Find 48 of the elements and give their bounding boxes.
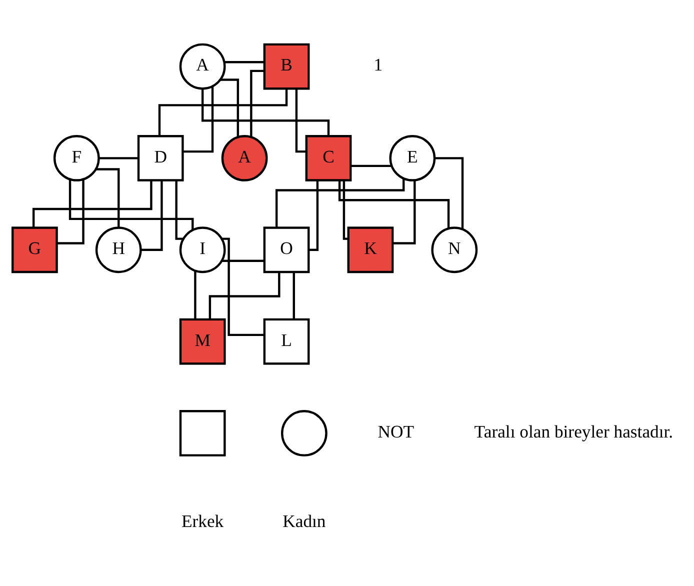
connector [68, 178, 194, 230]
node-circle [281, 410, 328, 456]
label: NOT [378, 420, 414, 441]
node-box: O [263, 226, 310, 273]
connector [351, 164, 392, 167]
node-circle: F [53, 134, 100, 181]
legend-label: Kadın [282, 510, 326, 530]
node-box: B [263, 42, 310, 90]
connector [175, 180, 183, 240]
node-box: M [179, 318, 226, 364]
connector [32, 180, 152, 228]
node-box: G [11, 226, 58, 273]
connector [158, 88, 288, 136]
connector [295, 88, 306, 152]
connector [194, 270, 196, 319]
connector [308, 180, 319, 250]
label: 1 [374, 54, 383, 74]
connector [208, 271, 280, 319]
node-box: L [263, 318, 310, 364]
legend-label: Erkek [181, 510, 224, 530]
connector [224, 60, 264, 63]
connector [275, 178, 405, 228]
node-circle: E [389, 134, 436, 181]
connector [250, 69, 264, 137]
connector [434, 156, 464, 229]
connector [222, 259, 264, 262]
connector [201, 88, 330, 136]
node-box [179, 410, 226, 456]
connector [57, 179, 84, 244]
connector [96, 168, 120, 227]
connector [393, 180, 416, 244]
connector [338, 180, 450, 228]
node-circle: A [221, 134, 268, 181]
node-circle: A [179, 42, 226, 90]
node-box: C [305, 134, 352, 181]
label: Taralı olan bireyler hastadır. [474, 420, 674, 441]
connector [292, 272, 295, 319]
node-box: K [347, 226, 394, 273]
connector [141, 180, 163, 250]
connector [342, 180, 348, 240]
node-circle: N [431, 226, 478, 273]
connector [182, 86, 214, 152]
connector [222, 237, 264, 336]
connector [220, 78, 240, 136]
node-box: D [137, 134, 184, 181]
connector [99, 156, 138, 159]
node-circle: I [179, 226, 226, 273]
node-circle: H [95, 226, 142, 273]
